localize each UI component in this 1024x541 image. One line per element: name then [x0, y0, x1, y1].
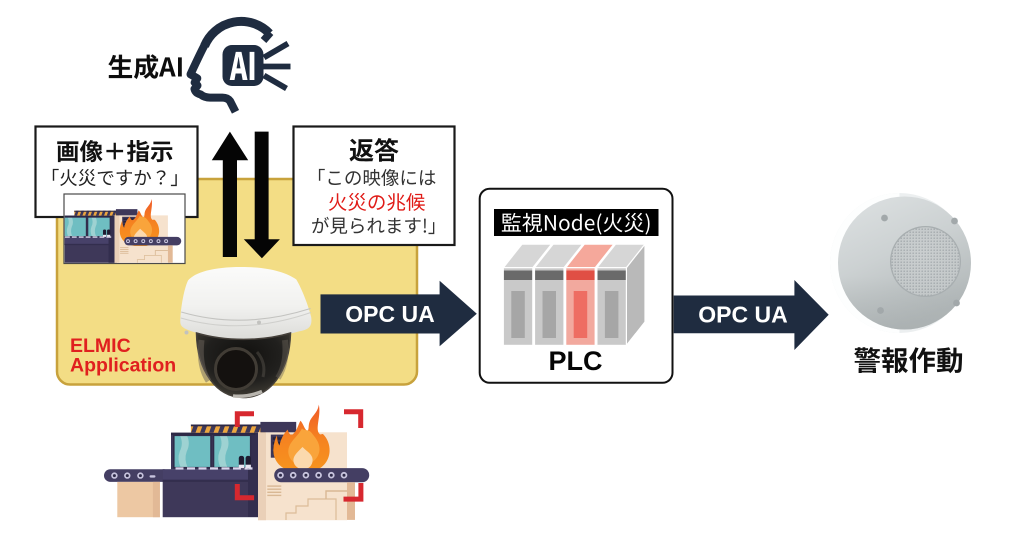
- svg-text:PLC: PLC: [549, 346, 603, 376]
- svg-text:OPC UA: OPC UA: [345, 301, 434, 327]
- svg-text:ELMIC: ELMIC: [70, 335, 131, 357]
- svg-text:Application: Application: [70, 355, 176, 377]
- svg-text:OPC UA: OPC UA: [698, 302, 787, 328]
